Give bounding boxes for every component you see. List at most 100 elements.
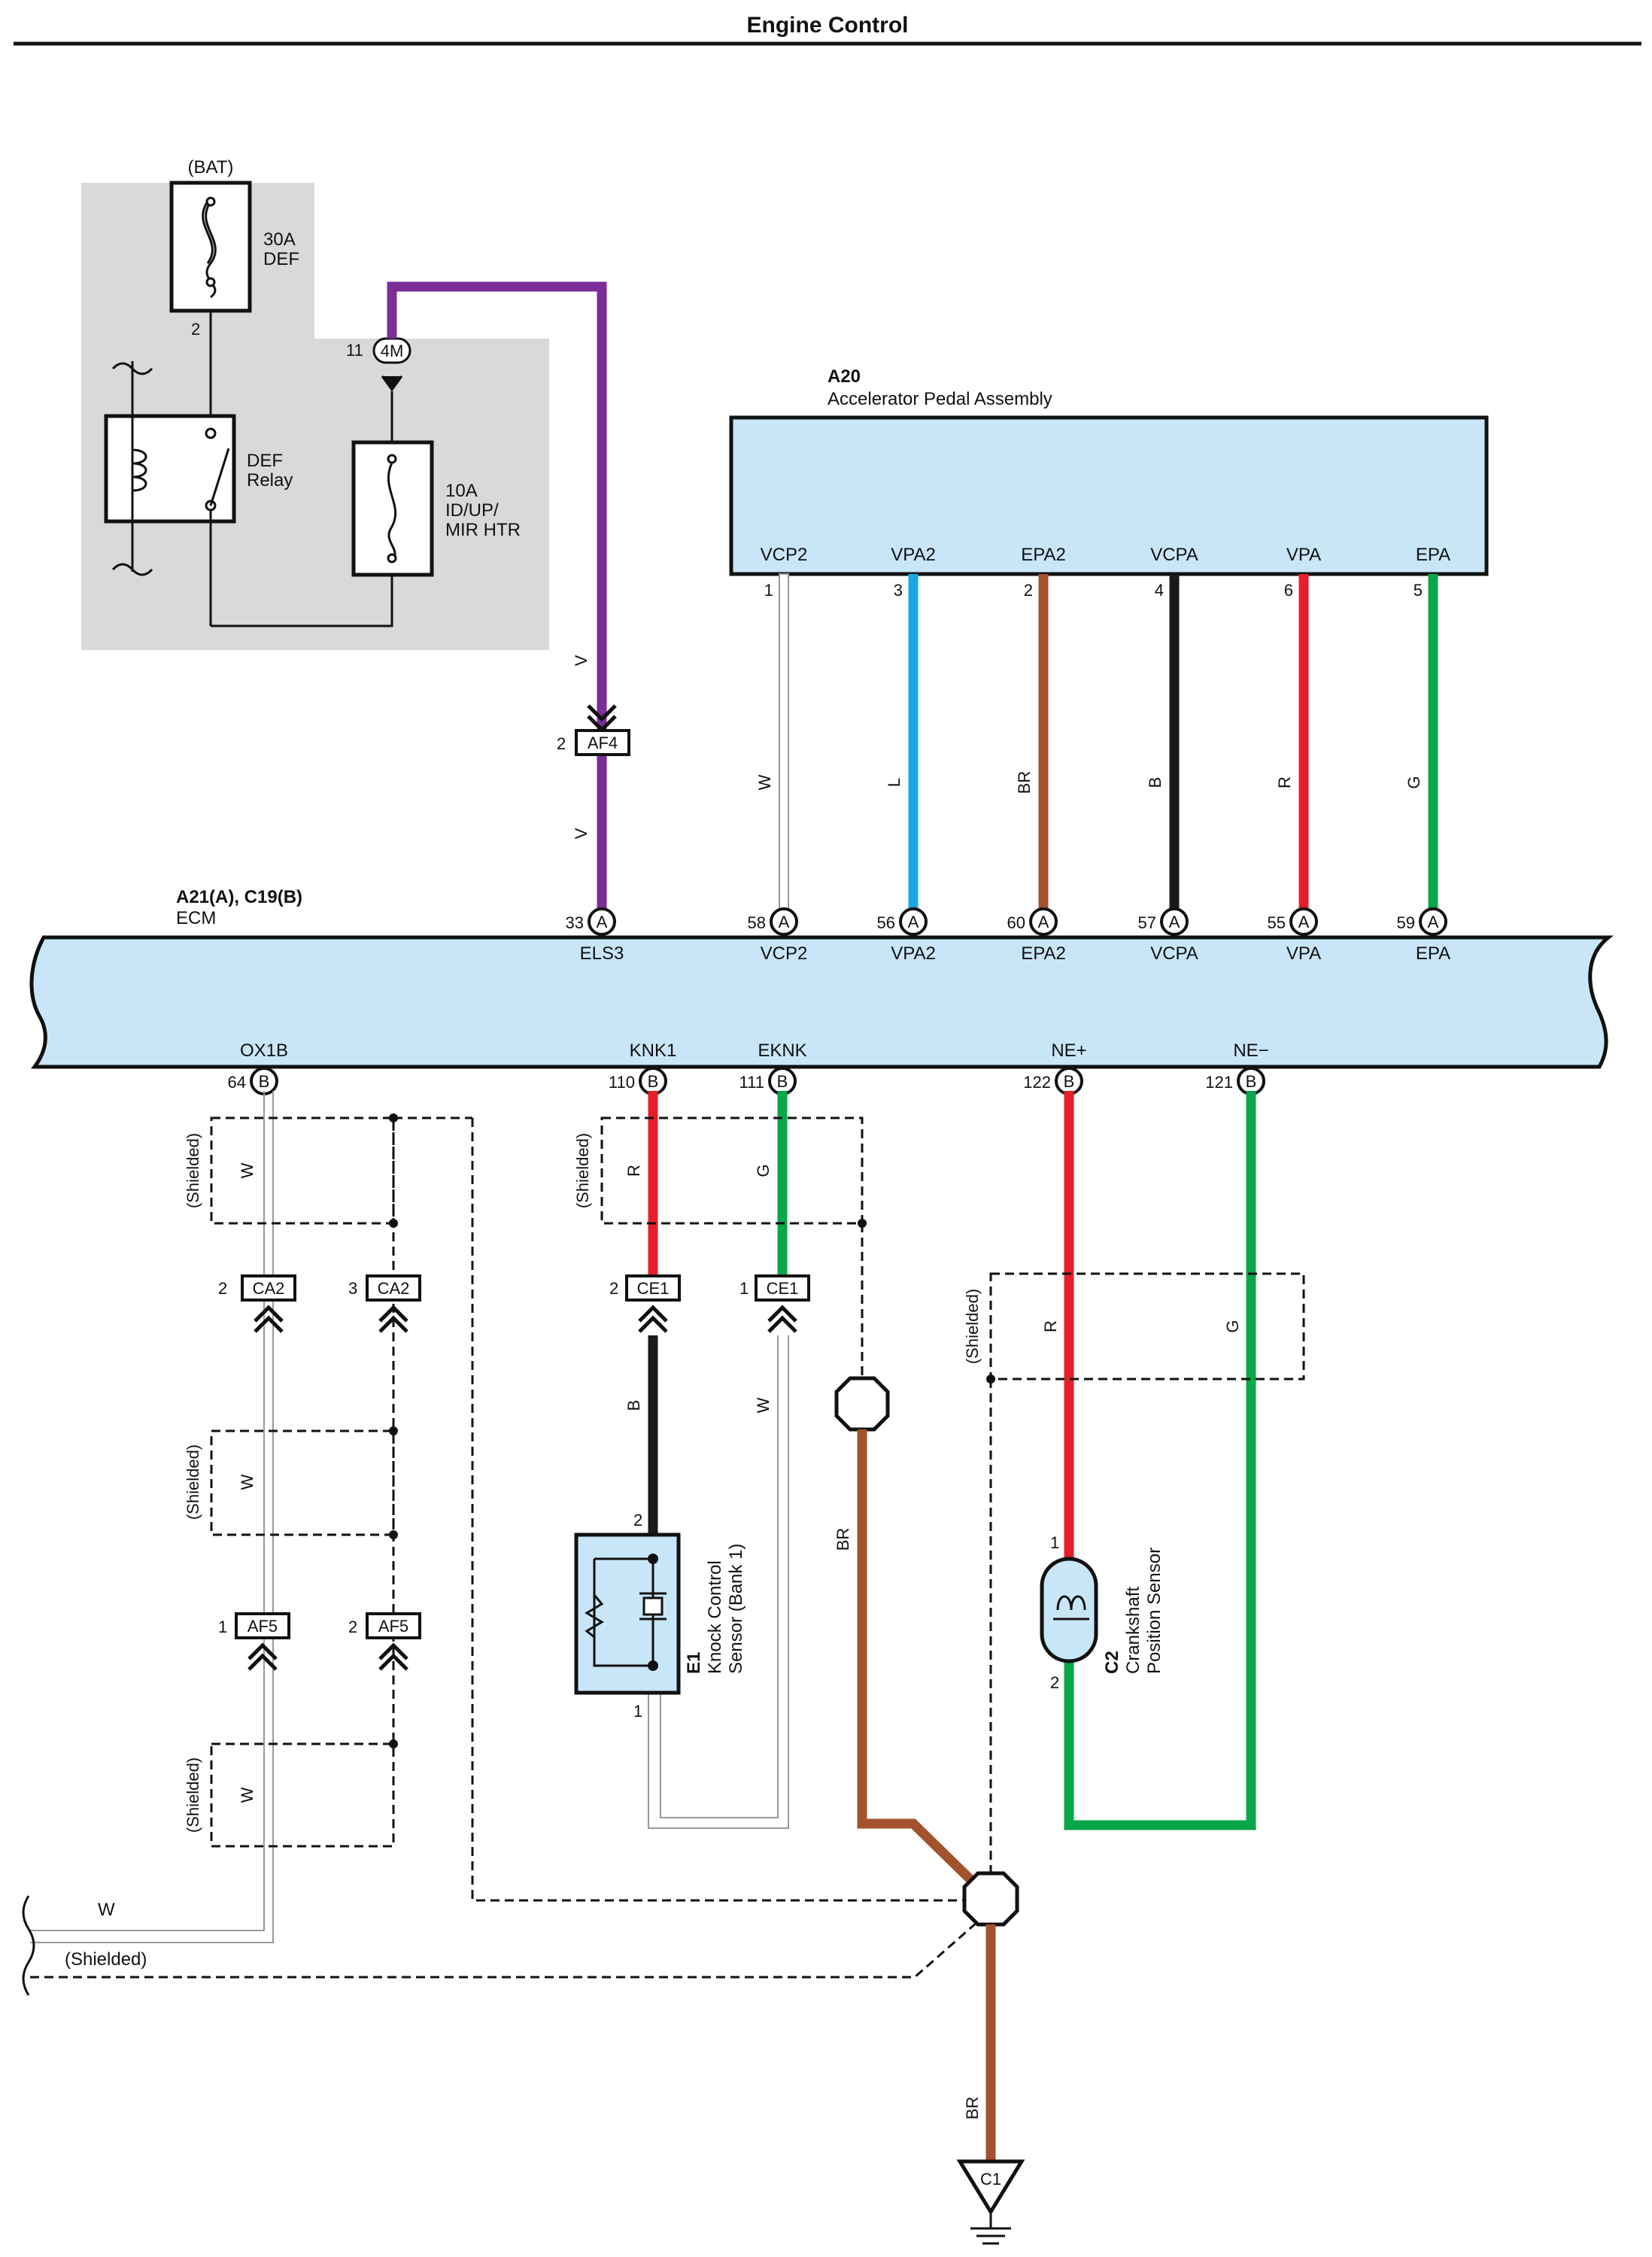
svg-text:3: 3: [348, 1279, 357, 1298]
fuse-10a-box: [351, 440, 434, 577]
svg-text:2: 2: [633, 1511, 642, 1529]
ecm-pin-circle: [899, 907, 928, 936]
wire-color-code: L: [885, 778, 903, 787]
a20-accelerator-pedal: A20 Accelerator Pedal Assembly VCP21VPA2…: [729, 366, 1489, 600]
svg-text:AF5: AF5: [247, 1617, 278, 1636]
ecm-pin-name: KNK1: [630, 1040, 677, 1061]
ecm-pin-name: EKNK: [758, 1040, 806, 1061]
conn-ce1-left: [625, 1274, 681, 1302]
coil-icon: [1056, 1595, 1086, 1611]
page-title: Engine Control: [747, 13, 909, 38]
wire-color-code: B: [1146, 777, 1165, 788]
ecm-box: [29, 935, 1614, 1069]
svg-text:(Shielded): (Shielded): [65, 1949, 147, 1970]
ecm-pin-name: VPA2: [891, 943, 936, 964]
svg-text:CA2: CA2: [378, 1279, 410, 1298]
ecm-pin-conn: A: [1038, 913, 1049, 931]
a20-name: Accelerator Pedal Assembly: [828, 389, 1052, 409]
svg-text:G: G: [754, 1164, 773, 1177]
svg-text:W: W: [754, 1397, 773, 1413]
junction-point: [962, 1871, 1019, 1927]
crank-sensor-box: [1040, 1557, 1098, 1663]
svg-text:(Shielded): (Shielded): [184, 1133, 202, 1208]
ecm-pin-conn: B: [259, 1072, 270, 1091]
wire-break-icon: [22, 1895, 35, 1996]
svg-text:1: 1: [218, 1618, 227, 1636]
ecm-pin-circle: [1289, 907, 1318, 936]
svg-text:2: 2: [557, 734, 566, 753]
svg-text:G: G: [1223, 1320, 1242, 1332]
svg-text:Crankshaft: Crankshaft: [1123, 1587, 1143, 1674]
svg-text:AF4: AF4: [588, 734, 618, 752]
svg-text:1: 1: [1050, 1533, 1059, 1552]
conn-4m-pin: 11: [346, 341, 363, 360]
knock-circuit: (Shielded) R G 2 CE1 1 CE1 B W 2 1 E1 Kn…: [573, 1091, 982, 1891]
wire-color-code: R: [1275, 776, 1294, 788]
svg-text:2: 2: [1050, 1673, 1059, 1692]
ecm-pin-conn: B: [777, 1072, 788, 1091]
ecm-name: ECM: [176, 908, 216, 928]
ecm-pin-conn: B: [648, 1072, 659, 1091]
a20-terminal-name: VPA: [1286, 545, 1321, 565]
conn-ce1-right: [755, 1274, 810, 1302]
ecm-pin-number: 64: [228, 1073, 246, 1092]
ecm-pin-conn: A: [597, 913, 608, 931]
wire-v: V V 2 AF4: [387, 281, 630, 922]
crank-shield: [989, 1272, 1305, 1381]
ecm-pin-name: NE+: [1051, 1040, 1086, 1061]
ecm-pin-circle: [1160, 907, 1189, 936]
relay-coil-icon: [132, 448, 147, 492]
svg-text:W: W: [238, 1162, 257, 1178]
a20-terminal-pin: 5: [1414, 581, 1423, 600]
ecm-pin-number: 60: [1007, 913, 1025, 932]
ecm-pin-name: EPA2: [1021, 943, 1066, 964]
svg-text:(Shielded): (Shielded): [963, 1289, 982, 1364]
svg-text:V: V: [572, 828, 591, 839]
a20-ref: A20: [828, 366, 861, 387]
wire-color-code: G: [1405, 776, 1423, 788]
fuse-icon: [205, 201, 217, 299]
svg-text:AF5: AF5: [378, 1617, 408, 1636]
shield-ground-point: [834, 1376, 890, 1432]
ecm-pin-number: 122: [1023, 1073, 1051, 1092]
svg-text:2: 2: [609, 1279, 618, 1298]
ecm-pin-name: EPA: [1416, 943, 1450, 964]
resistor-icon: [585, 1594, 604, 1639]
svg-text:4M: 4M: [381, 342, 404, 360]
a20-terminal-pin: 3: [894, 581, 903, 600]
ecm-pin-number: 111: [739, 1073, 764, 1092]
svg-text:(Shielded): (Shielded): [184, 1757, 202, 1833]
conn-ca2-left: [241, 1274, 296, 1302]
svg-text:(Shielded): (Shielded): [573, 1133, 592, 1208]
svg-text:BR: BR: [834, 1528, 852, 1551]
fuse2-rating: 10A: [445, 481, 478, 501]
wire-color-code: W: [755, 774, 774, 790]
a20-terminal-name: VCP2: [761, 545, 808, 565]
ecm-pin-name: ELS3: [580, 943, 624, 964]
svg-text:2: 2: [218, 1279, 227, 1298]
ecm-pin-circle: [1419, 907, 1447, 936]
a20-terminal-pin: 2: [1024, 581, 1033, 600]
svg-text:B: B: [624, 1400, 643, 1411]
svg-text:1: 1: [739, 1279, 749, 1298]
svg-text:W: W: [238, 1787, 257, 1803]
svg-text:W: W: [98, 1900, 115, 1920]
ecm-pin-number: 57: [1138, 913, 1156, 932]
svg-text:R: R: [624, 1165, 643, 1177]
ecm-pin-circle: [1029, 907, 1058, 936]
conn-af5-left: [235, 1612, 290, 1639]
a20-terminal-name: EPA2: [1021, 545, 1066, 565]
ecm-pin-circle: [770, 907, 798, 936]
relay-switch-icon: [209, 448, 230, 506]
ecm-pin-number: 110: [609, 1073, 635, 1092]
conn-ca2-right: [366, 1274, 421, 1302]
ecm-pin-conn: A: [1298, 913, 1310, 931]
ecm-ref: A21(A), C19(B): [176, 887, 302, 907]
ecm-pin-number: 33: [566, 913, 584, 932]
ecm-pin-name: NE−: [1233, 1040, 1268, 1061]
ground-c1-icon: [956, 2159, 1025, 2216]
ecm-pin-conn: A: [1428, 913, 1439, 931]
ecm-pin-name: OX1B: [240, 1040, 288, 1061]
svg-text:V: V: [572, 655, 591, 666]
